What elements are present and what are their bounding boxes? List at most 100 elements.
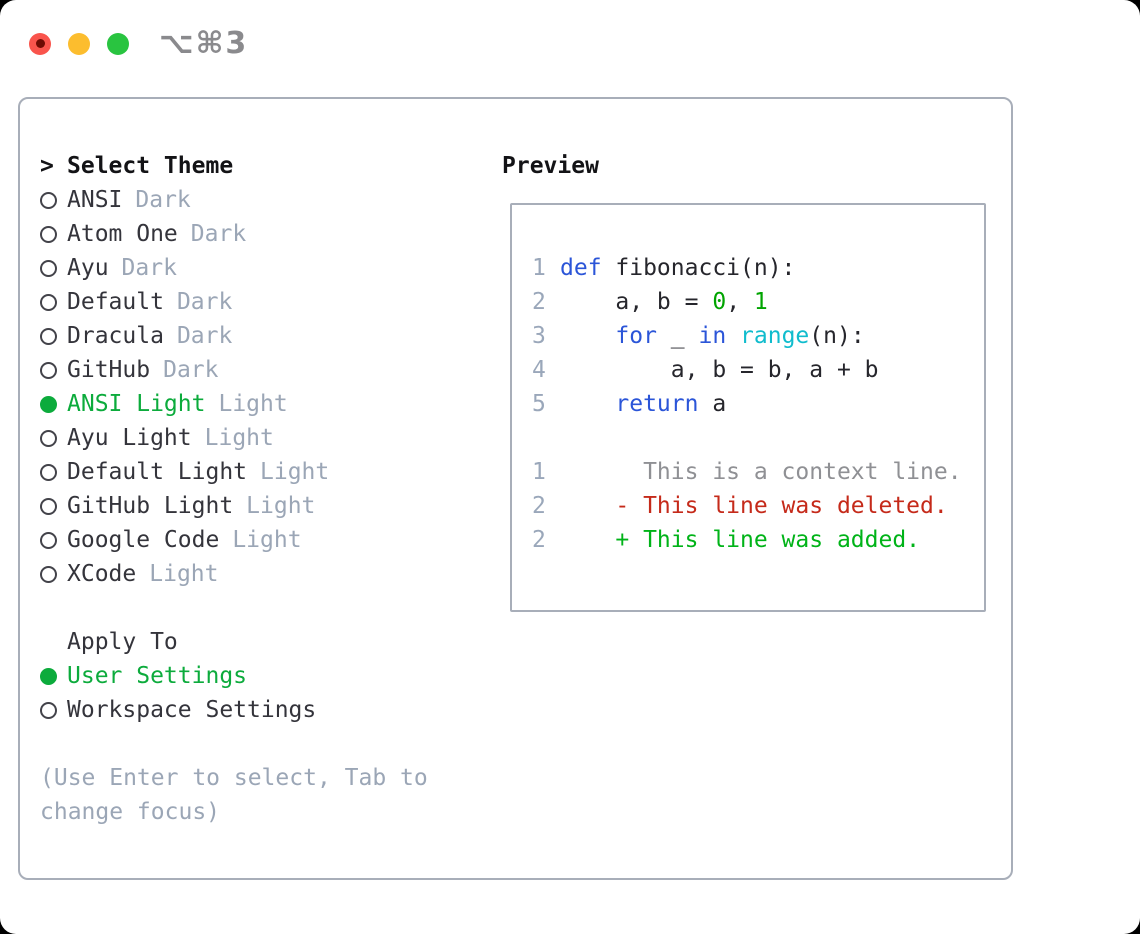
option-label: Atom One	[67, 221, 178, 247]
code-line: 2 + This line was added.	[532, 523, 984, 557]
radio-icon	[40, 565, 57, 583]
code-segment-plain: _	[656, 323, 699, 349]
option-label: XCode	[67, 561, 137, 587]
radio-cell	[40, 225, 67, 243]
radio-icon	[40, 259, 57, 277]
code-segment-context: This is a context line.	[560, 459, 962, 485]
theme-option[interactable]: Default Dark	[40, 285, 470, 319]
code-segment-number: 0	[712, 289, 727, 315]
code-text: a, b = b, a + b	[560, 357, 879, 383]
radio-cell	[40, 497, 67, 515]
radio-icon	[40, 293, 57, 311]
code-segment-plain	[726, 323, 740, 349]
code-line: 2 - This line was deleted.	[532, 489, 984, 523]
option-label: Default Light	[67, 459, 248, 485]
radio-cell	[40, 191, 67, 209]
radio-icon	[40, 225, 57, 243]
radio-cell	[40, 531, 67, 549]
code-line: 1 This is a context line.	[532, 455, 984, 489]
window-titlebar: ⌥⌘3	[29, 26, 248, 61]
theme-option[interactable]: GitHub Light Light	[40, 489, 470, 523]
code-line: 4 a, b = b, a + b	[532, 353, 984, 387]
line-number: 1	[532, 459, 546, 485]
radio-cell	[40, 701, 67, 719]
radio-icon	[40, 667, 57, 685]
option-label: GitHub Light	[67, 493, 234, 519]
radio-cell	[40, 463, 67, 481]
option-label: ANSI Light	[67, 391, 206, 417]
zoom-button[interactable]	[107, 32, 129, 55]
line-number: 2	[532, 493, 546, 519]
radio-icon	[40, 361, 57, 379]
line-number: 2	[532, 527, 546, 553]
apply-to-title: Apply To	[67, 629, 178, 655]
option-label: GitHub	[67, 357, 151, 383]
variant-tag: Light	[246, 493, 316, 519]
radio-cell	[40, 327, 67, 345]
variant-tag: Dark	[121, 255, 177, 281]
select-theme-header: > Select Theme	[40, 149, 470, 183]
code-segment-number: 1	[753, 289, 768, 315]
theme-option[interactable]: ANSI Light Light	[40, 387, 470, 421]
minimize-button[interactable]	[68, 32, 90, 55]
apply-to-option[interactable]: Workspace Settings	[40, 693, 470, 727]
code-segment-plain: a, b =	[560, 289, 713, 315]
radio-cell	[40, 361, 67, 379]
option-label: Ayu Light	[67, 425, 192, 451]
variant-tag: Dark	[176, 289, 233, 315]
radio-cell	[40, 293, 67, 311]
option-label: Dracula	[67, 323, 164, 349]
code-segment-keyword: in	[698, 323, 727, 349]
code-segment-builtin: range	[740, 323, 810, 349]
variant-tag: Dark	[176, 323, 233, 349]
radio-cell	[40, 565, 67, 583]
apply-to-option[interactable]: User Settings	[40, 659, 470, 693]
theme-option[interactable]: Dracula Dark	[40, 319, 470, 353]
code-segment-added: + This line was added.	[560, 527, 921, 553]
code-segment-keyword: return	[615, 391, 699, 417]
variant-tag: Light	[218, 391, 288, 417]
close-dot-icon	[35, 39, 45, 48]
code-segment-deleted: - This line was deleted.	[560, 493, 948, 519]
variant-tag: Light	[232, 527, 302, 553]
theme-option[interactable]: Google Code Light	[40, 523, 470, 557]
window-shortcut: ⌥⌘3	[159, 26, 249, 61]
radio-cell	[40, 667, 67, 685]
code-text: This is a context line.	[560, 459, 962, 485]
code-segment-plain: a, b = b, a + b	[560, 357, 879, 383]
apply-to-header: Apply To	[40, 625, 470, 659]
spacer	[40, 591, 470, 625]
focus-caret: >	[40, 153, 54, 179]
code-segment-plain: a	[698, 391, 727, 417]
variant-tag: Dark	[135, 187, 191, 213]
line-number: 1	[532, 255, 546, 281]
option-label: Google Code	[67, 527, 220, 553]
select-theme-title: Select Theme	[67, 153, 234, 179]
radio-cell	[40, 259, 67, 277]
code-segment-keyword: def	[560, 255, 602, 281]
code-segment-plain: (n):	[809, 323, 865, 349]
close-button[interactable]	[29, 32, 51, 55]
code-segment-plain	[560, 391, 615, 417]
code-text: - This line was deleted.	[560, 493, 948, 519]
radio-icon	[40, 429, 57, 447]
radio-icon	[40, 395, 57, 413]
line-number: 3	[532, 323, 546, 349]
variant-tag: Dark	[190, 221, 247, 247]
code-line: 3 for _ in range(n):	[532, 319, 984, 353]
code-line: 5 return a	[532, 387, 984, 421]
option-label: Default	[67, 289, 164, 315]
radio-icon	[40, 701, 57, 719]
theme-option[interactable]: Atom One Dark	[40, 217, 470, 251]
code-text: def fibonacci(n):	[560, 255, 795, 281]
